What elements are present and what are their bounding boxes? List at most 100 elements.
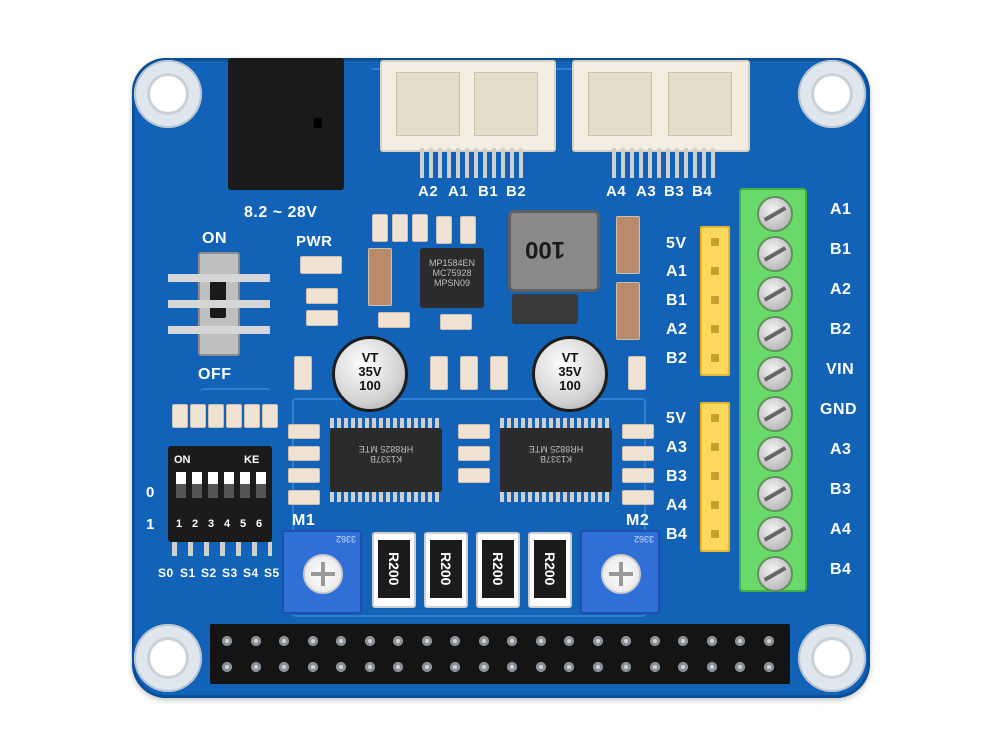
gpio-pin (621, 662, 631, 672)
gpio-pin (763, 636, 774, 646)
connector-label-a4: A4 (606, 183, 627, 200)
gpio-header[interactable] (210, 624, 790, 684)
motor-connector-m1[interactable] (380, 60, 556, 152)
header-bottom-label-b3: B3 (666, 468, 688, 485)
smd-resistor (288, 446, 320, 461)
gpio-pin (393, 662, 403, 672)
dip-toggle-6[interactable] (256, 472, 266, 498)
dip-number-5: 5 (240, 518, 247, 530)
smd-resistor (172, 404, 188, 428)
header-pin (711, 267, 719, 275)
dip-toggle-4[interactable] (224, 472, 234, 498)
dip-toggle-3[interactable] (208, 472, 218, 498)
gpio-pin (592, 662, 603, 672)
sense-resistor-3: R200 (476, 532, 520, 608)
smd-resistor (392, 214, 408, 242)
pin-header-top[interactable] (700, 226, 730, 376)
dip-toggle-5[interactable] (240, 472, 250, 498)
smd-resistor (262, 404, 278, 428)
screw-icon[interactable] (757, 316, 793, 352)
connector-slot (474, 72, 538, 136)
screw-icon[interactable] (757, 436, 793, 472)
screw-icon[interactable] (757, 236, 793, 272)
dip-switch-label-s2: S2 (201, 566, 217, 580)
dip-switch[interactable]: ON KE 1 2 3 4 5 6 (168, 446, 272, 542)
screw-icon[interactable] (757, 356, 793, 392)
dip-ke-label: KE (244, 454, 260, 466)
smd-resistor (288, 468, 320, 483)
gpio-pin (678, 636, 688, 646)
header-bottom-label-b4: B4 (666, 526, 688, 543)
potentiometer-m1[interactable]: 3362 (282, 530, 362, 614)
header-pin (711, 354, 719, 362)
capacitor (616, 216, 640, 274)
terminal-label-b3: B3 (830, 481, 852, 498)
connector-label-b1: B1 (478, 183, 499, 200)
smd-resistor (436, 216, 452, 244)
dip-number-4: 4 (224, 518, 231, 530)
mounting-hole (798, 624, 866, 692)
smd-resistor (622, 446, 654, 461)
mounting-hole (134, 624, 202, 692)
gpio-pin (592, 636, 603, 646)
gpio-pin (507, 662, 517, 672)
dip-zero-label: 0 (146, 484, 155, 501)
screw-icon[interactable] (757, 276, 793, 312)
inductor: 100 (508, 210, 600, 292)
header-pin (711, 472, 719, 480)
potentiometer-m2[interactable]: 3362 (580, 530, 660, 614)
mounting-hole (134, 60, 202, 128)
driver-pins (500, 418, 612, 428)
dip-toggle-2[interactable] (192, 472, 202, 498)
gpio-pin (421, 636, 432, 646)
smd-resistor (622, 490, 654, 505)
cap-marking: 100 (559, 378, 581, 393)
m2-label: M2 (626, 512, 650, 529)
connector-label-a3: A3 (636, 183, 657, 200)
gpio-pin (250, 636, 261, 646)
pin-header-bottom[interactable] (700, 402, 730, 552)
pot-adjust-knob[interactable] (303, 554, 343, 594)
smd-resistor (208, 404, 224, 428)
gpio-pin (535, 662, 546, 672)
gpio-pin (564, 636, 574, 646)
smd-resistor (294, 356, 312, 390)
dip-switch-label-s0: S0 (158, 566, 174, 580)
header-top-label-b2: B2 (666, 350, 688, 367)
gpio-pin (621, 636, 631, 646)
connector-slot (396, 72, 460, 136)
screw-icon[interactable] (757, 516, 793, 552)
sense-resistor-2: R200 (424, 532, 468, 608)
driver-ic-left: HR8825 MTE K1337B (330, 428, 442, 492)
electrolytic-capacitor-left: VT 35V 100 (332, 336, 408, 412)
screw-icon[interactable] (757, 396, 793, 432)
pot-adjust-knob[interactable] (601, 554, 641, 594)
pwr-led-label: PWR (296, 233, 333, 250)
header-bottom-label-5v: 5V (666, 410, 687, 427)
gpio-pin (706, 662, 717, 672)
gpio-pin (421, 662, 432, 672)
gpio-pin (364, 662, 375, 672)
screw-icon[interactable] (757, 556, 793, 592)
gpio-pin (222, 662, 232, 672)
dip-number-3: 3 (208, 518, 215, 530)
smd-resistor (288, 490, 320, 505)
dip-toggle-1[interactable] (176, 472, 186, 498)
switch-leads (168, 270, 270, 334)
screw-icon[interactable] (757, 476, 793, 512)
dip-number-6: 6 (256, 518, 263, 530)
dip-on-label: ON (174, 454, 191, 466)
smd-resistor (378, 312, 410, 328)
smd-resistor (226, 404, 242, 428)
gpio-pin (336, 662, 346, 672)
smd-resistor (190, 404, 206, 428)
header-pin (711, 296, 719, 304)
cap-marking: VT (361, 350, 379, 365)
screw-icon[interactable] (757, 196, 793, 232)
gpio-pin (564, 662, 574, 672)
gpio-pin (535, 636, 546, 646)
motor-connector-m2[interactable] (572, 60, 750, 152)
gpio-pin (478, 662, 489, 672)
sense-resistor-4: R200 (528, 532, 572, 608)
smd-resistor (460, 356, 478, 390)
